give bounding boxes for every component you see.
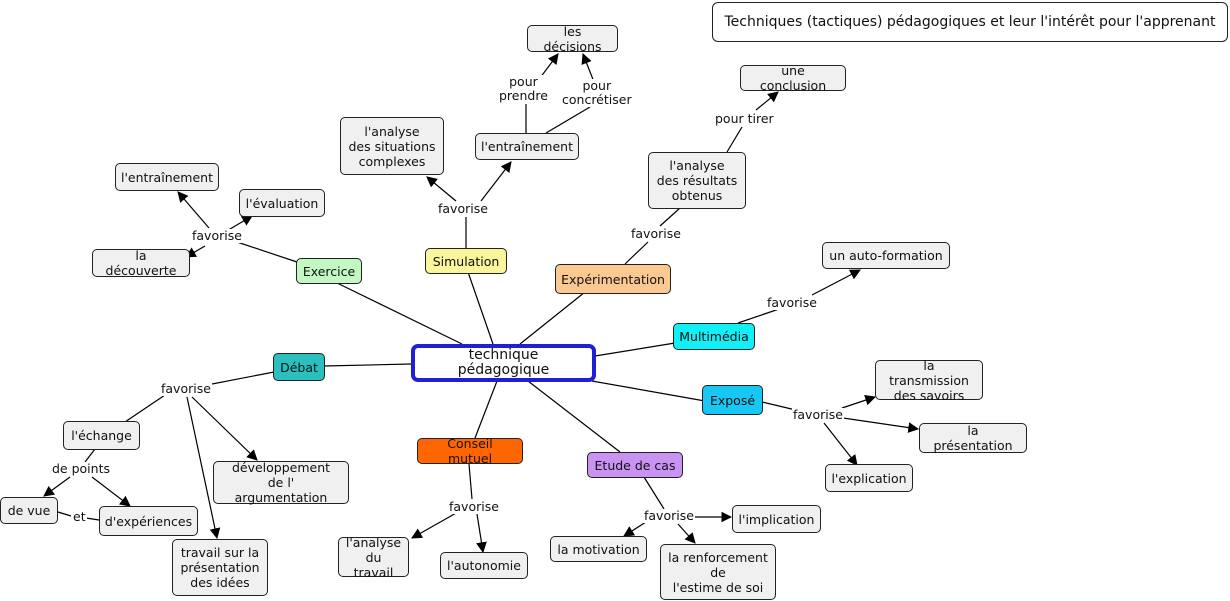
node-experimentation: Expérimentation	[555, 264, 671, 294]
label-exercice-favorise: favorise	[191, 228, 243, 243]
leaf-argumentation: développement de l' argumentation	[213, 460, 349, 505]
leaf-presentation: la présentation	[919, 423, 1027, 453]
leaf-estime-de-soi: la renforcement de l'estime de soi	[660, 544, 776, 600]
leaf-implication: l'implication	[732, 505, 821, 533]
node-debat: Débat	[273, 353, 325, 381]
leaf-analyse-situations: l'analyse des situations complexes	[340, 117, 444, 175]
label-conseil-favorise: favorise	[448, 499, 500, 514]
label-multimedia-favorise: favorise	[766, 295, 818, 310]
node-etude-de-cas: Etude de cas	[587, 452, 683, 478]
leaf-motivation: la motivation	[550, 536, 647, 562]
leaf-analyse-travail: l'analyse du travail	[338, 535, 409, 580]
label-simulation-favorise: favorise	[437, 201, 489, 216]
leaf-les-decisions: les décisions	[527, 24, 618, 54]
label-et: et	[72, 509, 87, 524]
label-debat-favorise: favorise	[160, 381, 212, 396]
node-expose: Exposé	[702, 385, 763, 415]
label-etude-favorise: favorise	[643, 508, 695, 523]
node-exercice: Exercice	[296, 258, 362, 284]
leaf-travail-presentation: travail sur la présentation des idées	[172, 539, 268, 596]
leaf-evaluation: l'évaluation	[239, 189, 325, 217]
leaf-decouverte: la découverte	[92, 248, 190, 278]
node-multimedia: Multimédia	[673, 323, 755, 350]
label-pour-tirer: pour tirer	[714, 111, 775, 126]
leaf-de-vue: de vue	[0, 497, 58, 524]
label-pour-prendre: pour prendre	[498, 74, 549, 103]
node-conseil-mutuel: Conseil mutuel	[417, 436, 523, 466]
node-simulation: Simulation	[425, 248, 507, 274]
leaf-entrainement-simulation: l'entraînement	[475, 133, 579, 160]
label-pour-concretiser: pour concrétiser	[561, 78, 633, 107]
leaf-une-conclusion: une conclusion	[740, 63, 846, 93]
label-experimentation-favorise: favorise	[630, 226, 682, 241]
leaf-analyse-resultats: l'analyse des résultats obtenus	[648, 152, 746, 209]
leaf-experiences: d'expériences	[99, 506, 198, 536]
label-de-points: de points	[51, 461, 111, 476]
leaf-explication: l'explication	[825, 464, 913, 492]
label-expose-favorise: favorise	[792, 407, 844, 422]
leaf-auto-formation: un auto-formation	[822, 242, 950, 269]
map-title: Techniques (tactiques) pédagogiques et l…	[712, 2, 1228, 42]
center-node: technique pédagogique	[411, 344, 596, 382]
leaf-transmission-savoirs: la transmission des savoirs	[875, 358, 983, 403]
leaf-autonomie: l'autonomie	[440, 552, 528, 579]
leaf-echange: l'échange	[63, 421, 140, 450]
leaf-entrainement-exercice: l'entraînement	[115, 163, 219, 191]
